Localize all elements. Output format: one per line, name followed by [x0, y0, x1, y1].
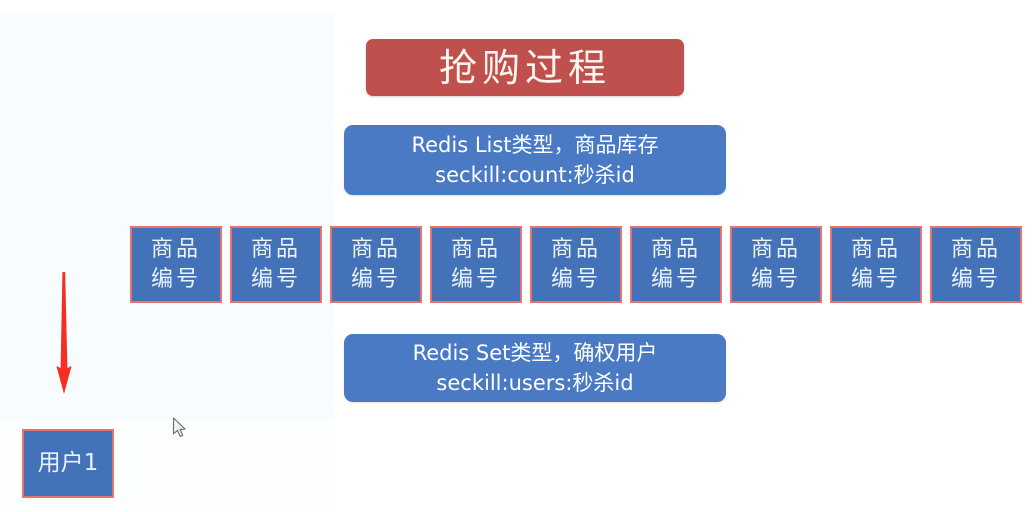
product-id-box-line-1: 商品: [150, 236, 201, 262]
product-id-box-line-2: 编号: [250, 266, 301, 292]
product-id-box-line-2: 编号: [750, 266, 801, 292]
redis-set-note-box: Redis Set类型，确权用户 seckill:users:秒杀id: [344, 334, 726, 402]
redis-list-note-line-1: Redis List类型，商品库存: [411, 133, 659, 157]
product-id-box-line-2: 编号: [150, 266, 201, 292]
product-id-box-line-1: 商品: [750, 236, 801, 262]
product-id-box-line-2: 编号: [550, 266, 601, 292]
product-id-box-line-1: 商品: [250, 236, 301, 262]
product-id-box-line-1: 商品: [650, 236, 701, 262]
product-id-box-line-2: 编号: [450, 266, 501, 292]
product-id-row: 商品 编号 商品 编号 商品 编号 商品 编号 商品 编号 商品 编号 商品 编…: [130, 226, 1036, 303]
product-id-box: 商品 编号: [830, 226, 922, 303]
redis-set-note-line-1: Redis Set类型，确权用户: [412, 341, 658, 365]
redis-list-note-line-2: seckill:count:秒杀id: [435, 163, 635, 187]
product-id-box: 商品 编号: [330, 226, 422, 303]
product-id-box-line-1: 商品: [550, 236, 601, 262]
product-id-box-line-1: 商品: [950, 236, 1001, 262]
product-id-box-line-2: 编号: [350, 266, 401, 292]
product-id-box-line-2: 编号: [950, 266, 1001, 292]
down-arrow-icon: [56, 272, 72, 394]
product-id-box-line-2: 编号: [650, 266, 701, 292]
title-banner: 抢购过程: [366, 39, 684, 96]
page-title: 抢购过程: [438, 45, 611, 90]
product-id-box-line-1: 商品: [850, 236, 901, 262]
product-id-box: 商品 编号: [130, 226, 222, 303]
slide-canvas-tint-upper: [0, 14, 333, 420]
product-id-box: 商品 编号: [230, 226, 322, 303]
product-id-box: 商品 编号: [730, 226, 822, 303]
product-id-box: 商品 编号: [630, 226, 722, 303]
user-box: 用户1: [22, 429, 114, 498]
product-id-box-line-1: 商品: [350, 236, 401, 262]
redis-set-note-line-2: seckill:users:秒杀id: [436, 371, 634, 395]
product-id-box-line-2: 编号: [850, 266, 901, 292]
user-box-label: 用户1: [37, 450, 99, 476]
product-id-box: 商品 编号: [930, 226, 1022, 303]
product-id-box: 商品 编号: [530, 226, 622, 303]
product-id-box-line-1: 商品: [450, 236, 501, 262]
product-id-box: 商品 编号: [430, 226, 522, 303]
redis-list-note-box: Redis List类型，商品库存 seckill:count:秒杀id: [344, 125, 726, 195]
